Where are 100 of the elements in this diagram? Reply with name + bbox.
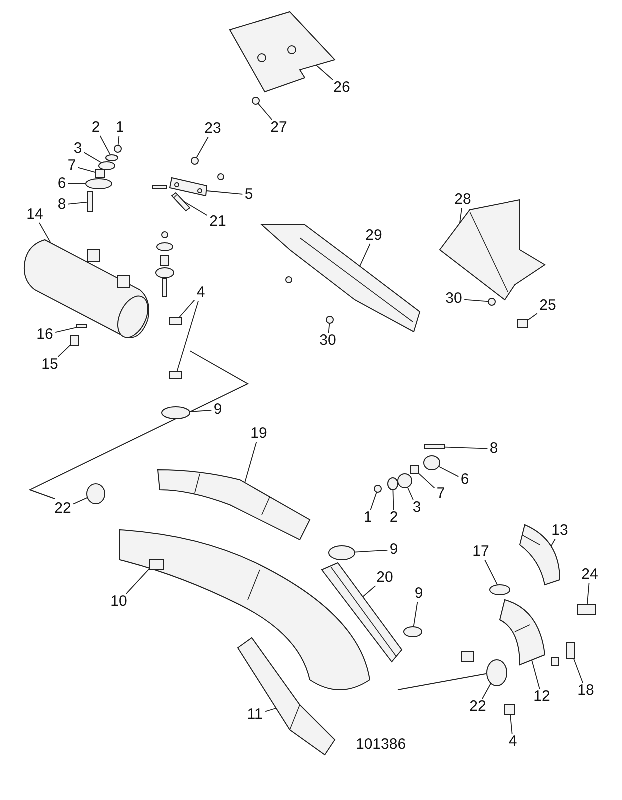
callout-number: 8	[56, 197, 68, 213]
leader-line	[206, 190, 244, 195]
drawing-number: 101386	[356, 736, 406, 753]
leader-line	[176, 300, 200, 372]
nut	[114, 145, 122, 153]
leader-line	[464, 299, 489, 302]
grommet	[86, 178, 112, 190]
grommet	[424, 456, 440, 470]
callout-number: 19	[250, 426, 268, 442]
screw	[552, 658, 560, 666]
pin	[76, 324, 88, 328]
leader-line	[184, 201, 208, 216]
leader-line	[118, 136, 120, 146]
leader-line	[73, 497, 88, 505]
bolt	[162, 278, 168, 298]
screw	[326, 316, 334, 324]
callout-number: 4	[196, 285, 206, 301]
leader-line	[444, 446, 488, 450]
callout-number: 15	[40, 357, 60, 373]
leader-line	[244, 442, 258, 484]
screw	[488, 298, 496, 306]
washer	[98, 162, 116, 170]
leader-line	[55, 327, 78, 334]
callout-number: 3	[412, 500, 422, 516]
bolt	[171, 192, 191, 212]
callout-number: 13	[550, 523, 570, 539]
washer	[388, 478, 398, 490]
callout-number: 16	[36, 327, 54, 343]
callout-number: 27	[270, 120, 288, 136]
leader-line	[68, 202, 88, 205]
callout-number: 30	[318, 333, 338, 349]
callout-number: 29	[364, 228, 384, 244]
leader-line	[354, 550, 388, 553]
callout-number: 10	[110, 594, 128, 610]
mounting-bracket	[169, 177, 208, 197]
callout-number: 4	[508, 734, 518, 750]
leader-line	[438, 466, 460, 478]
washer	[106, 154, 118, 162]
exhaust-elbow	[500, 600, 546, 666]
callout-number: 9	[212, 402, 224, 418]
leader-line	[532, 660, 540, 690]
leader-line	[265, 708, 276, 712]
callout-number: 24	[580, 567, 600, 583]
muffler	[24, 240, 150, 338]
callout-number: 18	[576, 683, 596, 699]
leader-line	[370, 492, 378, 510]
leader-line	[528, 313, 538, 321]
leader-line	[360, 244, 371, 267]
nut	[218, 174, 224, 180]
leader-line	[100, 136, 111, 156]
bolt	[424, 444, 446, 450]
leader-line	[178, 300, 196, 318]
grommet	[156, 268, 174, 278]
leader-line	[407, 486, 414, 500]
spacer	[410, 466, 420, 474]
leader-line	[316, 64, 334, 80]
leader-line	[392, 490, 394, 510]
callout-number: 7	[66, 158, 78, 174]
callout-number: 9	[414, 586, 424, 602]
leader-line	[460, 208, 462, 224]
clamp	[162, 406, 190, 420]
callout-number: 1	[362, 510, 374, 526]
leader-line	[258, 103, 273, 120]
spacer	[578, 604, 596, 616]
leader-line	[328, 323, 330, 334]
leader-line	[482, 683, 492, 700]
screw	[286, 276, 292, 284]
clamp	[404, 626, 422, 638]
callout-number: 22	[54, 501, 72, 517]
nut	[191, 157, 199, 165]
callout-number: 26	[332, 80, 352, 96]
nut	[374, 485, 382, 493]
callout-number: 7	[436, 486, 446, 502]
leader-line	[362, 586, 376, 598]
callout-number: 2	[388, 510, 400, 526]
callout-number: 14	[26, 207, 44, 223]
callout-number: 2	[90, 120, 102, 136]
heat-shield-plate	[229, 11, 336, 93]
callout-number: 20	[376, 570, 394, 586]
spring	[462, 652, 474, 662]
callout-number: 9	[388, 542, 400, 558]
exhaust-pipe	[158, 470, 310, 540]
exhaust-pipe	[237, 637, 336, 756]
leader-line	[586, 582, 590, 606]
callout-number: 6	[56, 176, 68, 192]
spring	[504, 704, 516, 716]
callout-number: 22	[468, 699, 488, 715]
spring	[170, 318, 182, 326]
bolt	[70, 336, 80, 346]
leader-line	[78, 167, 96, 174]
gasket	[86, 484, 106, 504]
leader-line	[196, 136, 209, 158]
leader-line	[418, 473, 436, 489]
leader-line	[510, 714, 513, 734]
callout-number: 8	[488, 441, 500, 457]
leader-line	[126, 568, 150, 594]
callout-number: 21	[208, 214, 228, 230]
gasket	[490, 584, 510, 596]
leader-line	[189, 410, 212, 412]
callout-number: 30	[444, 291, 464, 307]
